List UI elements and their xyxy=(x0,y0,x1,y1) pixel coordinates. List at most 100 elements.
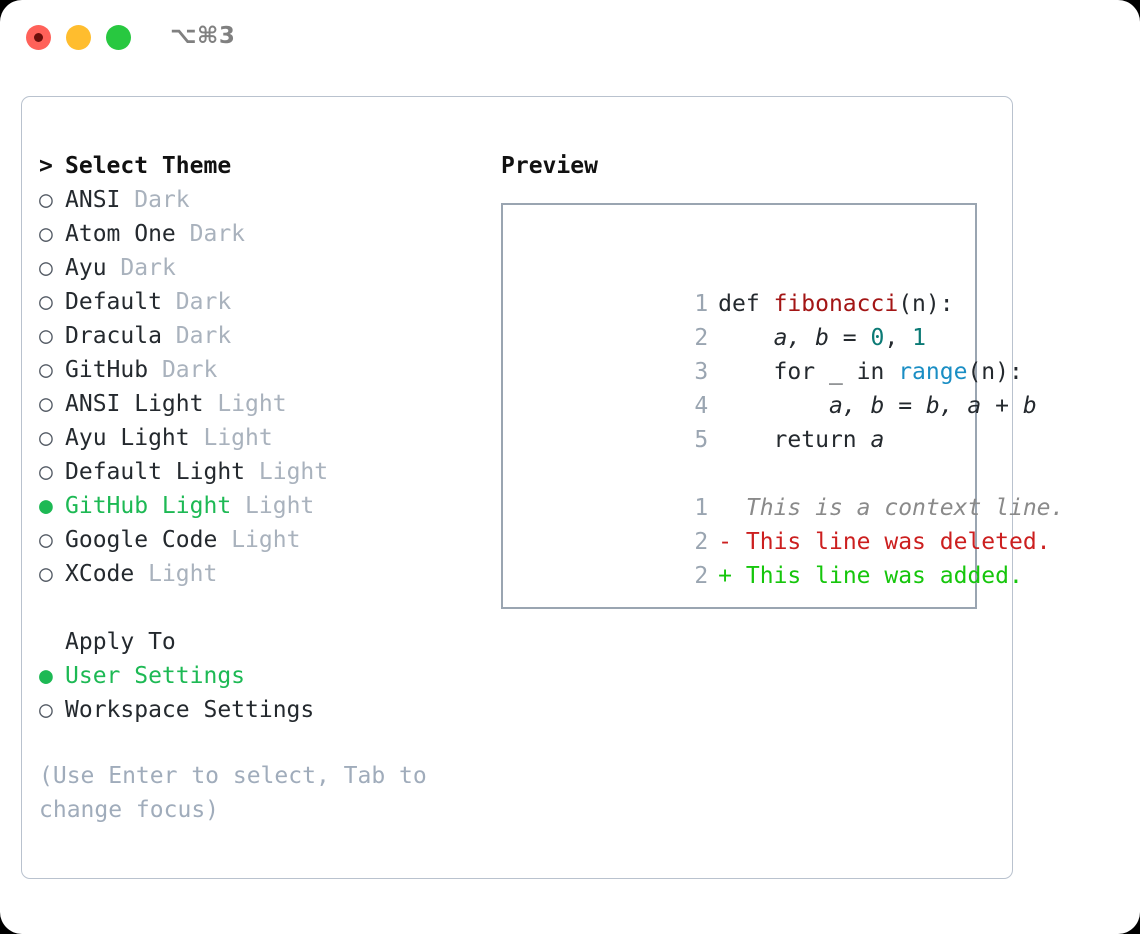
radio-on-icon[interactable]: ● xyxy=(39,493,53,519)
radio-off-icon[interactable]: ○ xyxy=(39,187,53,213)
theme-category: Light xyxy=(148,561,218,587)
theme-name: ANSI Light xyxy=(65,391,204,417)
theme-name: Ayu xyxy=(65,255,107,281)
code-token: (n): xyxy=(898,291,954,317)
theme-category: Dark xyxy=(175,323,232,349)
theme-category: Light xyxy=(245,493,315,519)
theme-item-default-light[interactable]: ○ Default Light Light xyxy=(39,455,469,489)
line-number: 1 xyxy=(694,291,709,317)
radio-off-icon[interactable]: ○ xyxy=(39,289,53,315)
theme-item-ansi-dark[interactable]: ○ ANSI Dark xyxy=(39,183,469,217)
code-token: 0 xyxy=(870,325,885,351)
code-token xyxy=(718,393,829,419)
theme-item-xcode[interactable]: ○ XCode Light xyxy=(39,557,469,591)
code-token: = xyxy=(884,393,926,419)
diff-text: This line was deleted. xyxy=(745,529,1051,555)
radio-off-icon[interactable]: ○ xyxy=(39,459,53,485)
code-token: (n): xyxy=(967,359,1023,385)
theme-category: Dark xyxy=(134,187,190,213)
apply-to-option-user-settings[interactable]: ● User Settings xyxy=(39,659,469,693)
preview-title: Preview xyxy=(501,153,598,179)
title-bar: ⌥⌘3 xyxy=(0,0,1140,78)
code-token: fibonacci xyxy=(773,291,899,317)
list-section-divider xyxy=(39,591,469,625)
radio-off-icon[interactable]: ○ xyxy=(39,425,53,451)
code-token: range xyxy=(898,359,968,385)
line-number: 1 xyxy=(694,495,709,521)
code-token: b, a + b xyxy=(925,393,1037,419)
select-theme-header: >Select Theme xyxy=(39,149,469,183)
theme-name: Default Light xyxy=(65,459,246,485)
code-line: 4 a, b = b, a + b xyxy=(518,355,1036,419)
code-line: 2 a, b = 0, 1 xyxy=(518,287,969,351)
theme-item-default-dark[interactable]: ○ Default Dark xyxy=(39,285,469,319)
diff-line-context: 1 This is a context line. xyxy=(518,457,1064,521)
keyboard-hint: (Use Enter to select, Tab to change focu… xyxy=(39,763,427,823)
code-line: 1 def fibonacci(n): xyxy=(518,253,969,317)
minimize-button[interactable] xyxy=(66,25,91,50)
theme-category: Dark xyxy=(161,357,218,383)
diff-sign xyxy=(718,495,732,521)
apply-to-label: Apply To xyxy=(65,629,176,655)
radio-off-icon[interactable]: ○ xyxy=(39,561,53,587)
theme-name: Dracula xyxy=(65,323,162,349)
theme-category: Dark xyxy=(175,289,232,315)
line-number: 2 xyxy=(694,325,709,351)
theme-name: Google Code xyxy=(65,527,218,553)
radio-off-icon[interactable]: ○ xyxy=(39,357,53,383)
radio-off-icon[interactable]: ○ xyxy=(39,697,53,723)
code-token: 1 xyxy=(912,325,926,351)
theme-item-dracula-dark[interactable]: ○ Dracula Dark xyxy=(39,319,469,353)
radio-off-icon[interactable]: ○ xyxy=(39,221,53,247)
theme-item-atom-one-dark[interactable]: ○Atom One Dark xyxy=(39,217,469,251)
radio-off-icon[interactable]: ○ xyxy=(39,255,53,281)
radio-off-icon[interactable]: ○ xyxy=(39,527,53,553)
code-line: 5 return a xyxy=(518,389,969,453)
apply-to-option-label: Workspace Settings xyxy=(65,697,315,723)
line-number: 5 xyxy=(694,427,709,453)
apply-to-option-label: User Settings xyxy=(65,663,246,689)
theme-category: Light xyxy=(203,425,273,451)
code-token: a, b xyxy=(773,325,829,351)
theme-item-github-dark[interactable]: ○GitHub Dark xyxy=(39,353,469,387)
apply-to-header: ·Apply To xyxy=(39,625,469,659)
theme-item-ansi-light[interactable]: ○ ANSI Light Light xyxy=(39,387,469,421)
theme-name: Default xyxy=(65,289,162,315)
spacer-icon: · xyxy=(39,625,65,659)
radio-off-icon[interactable]: ○ xyxy=(39,391,53,417)
theme-category: Light xyxy=(217,391,287,417)
theme-item-ayu-dark[interactable]: ○Ayu Dark xyxy=(39,251,469,285)
theme-category: Light xyxy=(231,527,301,553)
diff-line-deleted: 2- This line was deleted. xyxy=(518,491,1050,555)
zoom-button[interactable] xyxy=(106,25,131,50)
theme-picker-column: >Select Theme ○ANSI Dark ○Atom One Dark … xyxy=(39,149,469,727)
diff-sign: - xyxy=(718,529,733,555)
diff-sign: + xyxy=(718,563,733,589)
traffic-light-controls xyxy=(26,25,131,50)
theme-name: Ayu Light xyxy=(65,425,190,451)
theme-item-ayu-light[interactable]: ○ Ayu Light Light xyxy=(39,421,469,455)
theme-name: XCode xyxy=(65,561,135,587)
line-number: 2 xyxy=(694,529,709,555)
code-token: a xyxy=(870,427,885,453)
radio-on-icon[interactable]: ● xyxy=(39,663,53,689)
theme-item-github-light[interactable]: ●GitHub Light Light xyxy=(39,489,469,523)
diff-line-added: 2+ This line was added. xyxy=(518,525,1023,589)
radio-off-icon[interactable]: ○ xyxy=(39,323,53,349)
theme-category: Light xyxy=(258,459,329,485)
apply-to-option-workspace-settings[interactable]: ○ Workspace Settings xyxy=(39,693,469,727)
main-panel: >Select Theme ○ANSI Dark ○Atom One Dark … xyxy=(21,96,1064,879)
code-line: 3 for _ in range(n): xyxy=(518,321,1023,385)
code-token: = xyxy=(828,325,871,351)
theme-item-google-code[interactable]: ○ Google Code Light xyxy=(39,523,469,557)
close-button[interactable] xyxy=(26,25,51,50)
code-token: def xyxy=(718,291,774,317)
code-token: a, b xyxy=(828,393,885,419)
theme-name: ANSI xyxy=(65,187,121,213)
code-token: , xyxy=(884,325,913,351)
theme-category: Dark xyxy=(189,221,246,247)
